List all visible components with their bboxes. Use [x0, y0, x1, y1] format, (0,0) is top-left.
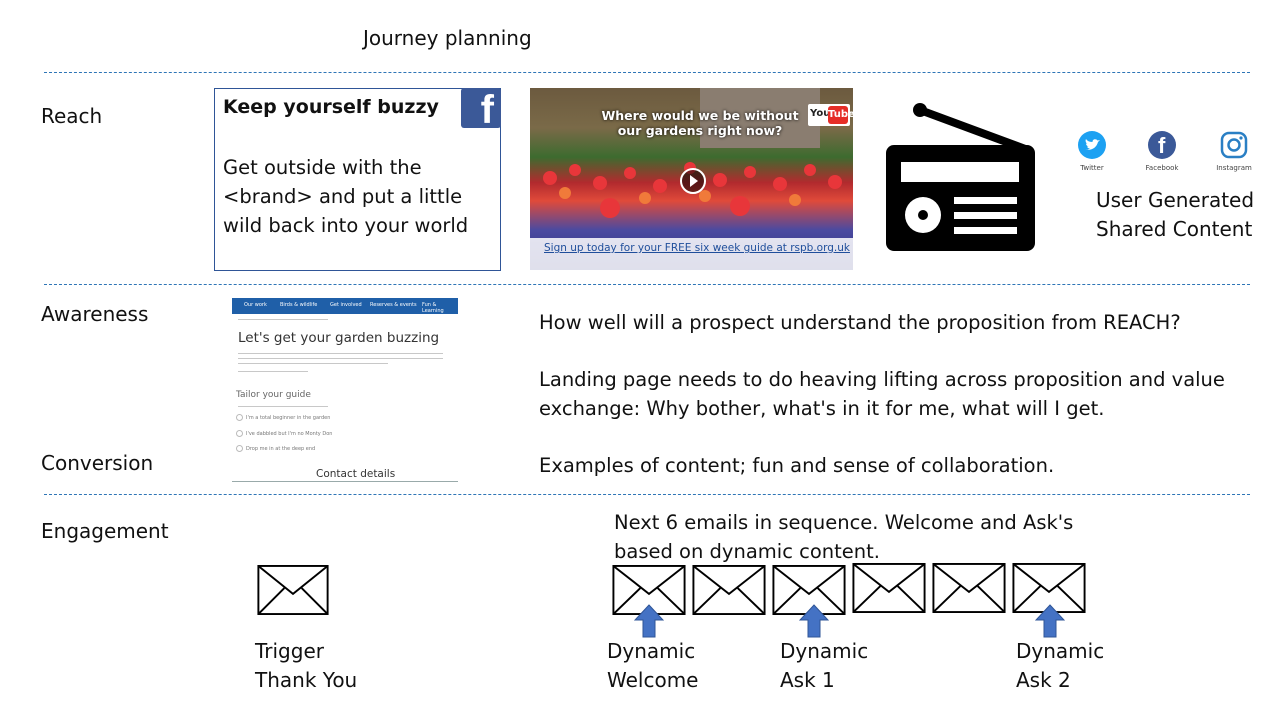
sequence-description-line2: based on dynamic content. [614, 540, 880, 563]
envelope-icon [932, 563, 1006, 613]
ugc-label-line2: Shared Content [1096, 217, 1253, 241]
dynamic-ask2-caption: Dynamic Ask 2 [1016, 637, 1104, 695]
envelope-icon [612, 565, 686, 615]
instagram-label: Instagram [1216, 164, 1252, 172]
landing-nav-item[interactable]: Reserves & events [370, 302, 417, 308]
text-line [238, 358, 443, 359]
video-caption: Where would we be without our gardens ri… [601, 108, 799, 138]
twitter-label: Twitter [1080, 164, 1104, 172]
video-banner-text[interactable]: Sign up today for your FREE six week gui… [544, 242, 850, 254]
landing-nav-item[interactable]: Get involved [330, 302, 362, 308]
caption-line2: Welcome [607, 668, 699, 692]
awareness-content-note: Examples of content; fun and sense of co… [539, 454, 1055, 477]
landing-option[interactable]: I've dabbled but I'm no Monty Don [236, 430, 332, 437]
arrow-up-icon [1035, 604, 1065, 638]
twitter-icon [1078, 131, 1106, 159]
sequence-description-line1: Next 6 emails in sequence. Welcome and A… [614, 511, 1074, 534]
facebook-icon: f [1148, 131, 1176, 159]
facebook-social: f Facebook [1142, 131, 1182, 172]
dynamic-welcome-caption: Dynamic Welcome [607, 637, 698, 695]
landing-nav-item[interactable]: Birds & wildlife [280, 302, 318, 308]
dynamic-ask1-caption: Dynamic Ask 1 [780, 637, 868, 695]
sequence-description: Next 6 emails in sequence. Welcome and A… [614, 508, 1280, 566]
divider [44, 72, 1250, 73]
trigger-caption-line2: Thank You [255, 668, 358, 692]
arrow-up-icon [799, 604, 829, 638]
ugc-label-line1: User Generated [1096, 188, 1255, 212]
landing-page-thumbnail: Our work Birds & wildlife Get involved R… [232, 298, 458, 482]
facebook-label: Facebook [1145, 164, 1179, 172]
envelope-icon [1012, 563, 1086, 613]
row-label-engagement: Engagement [41, 519, 169, 543]
divider [44, 494, 1250, 495]
facebook-post-headline: Keep yourself buzzy [223, 96, 439, 118]
page-title: Journey planning [363, 26, 532, 50]
house-image [700, 88, 820, 148]
caption-line2: Ask 2 [1016, 668, 1071, 692]
ugc-label: User Generated Shared Content [1096, 186, 1254, 244]
landing-nav-item[interactable]: Our work [244, 302, 267, 308]
text-line [238, 353, 443, 354]
caption-line1: Dynamic [780, 639, 869, 663]
awareness-question: How well will a prospect understand the … [539, 311, 1181, 334]
trigger-caption-line1: Trigger [255, 639, 324, 663]
facebook-icon: f [461, 88, 501, 132]
envelope-icon [257, 565, 329, 615]
facebook-post-card [214, 88, 501, 271]
caption-line1: Dynamic [607, 639, 696, 663]
twitter-social: Twitter [1072, 131, 1112, 172]
text-line [238, 371, 308, 372]
instagram-icon [1220, 131, 1248, 159]
arrow-up-icon [634, 604, 664, 638]
envelope-icon [692, 565, 766, 615]
landing-subheading: Tailor your guide [236, 390, 311, 400]
facebook-post-body: Get outside with the <brand> and put a l… [223, 156, 469, 237]
awareness-landing-note: Landing page needs to do heaving lifting… [539, 368, 1225, 420]
play-icon[interactable] [680, 168, 706, 194]
landing-option[interactable]: I'm a total beginner in the garden [236, 414, 330, 421]
row-label-conversion: Conversion [41, 451, 154, 475]
caption-line2: Ask 1 [780, 668, 835, 692]
video-thumbnail[interactable]: Where would we be without our gardens ri… [530, 88, 853, 270]
radio-icon [886, 103, 1035, 251]
instagram-social: Instagram [1214, 131, 1254, 172]
row-label-reach: Reach [41, 104, 103, 128]
landing-nav-item[interactable]: Fun & Learning [422, 302, 444, 314]
trigger-caption: Trigger Thank You [255, 637, 357, 695]
landing-contact-details: Contact details [316, 468, 396, 480]
divider [44, 284, 1250, 285]
text-line [238, 363, 388, 364]
video-banner [530, 238, 853, 270]
landing-nav: Our work Birds & wildlife Get involved R… [232, 298, 458, 314]
breadcrumb [238, 319, 328, 320]
envelope-icon [852, 563, 926, 613]
text-line [238, 406, 328, 407]
row-label-awareness: Awareness [41, 302, 149, 326]
caption-line1: Dynamic [1016, 639, 1105, 663]
landing-option[interactable]: Drop me in at the deep end [236, 445, 315, 452]
landing-heading: Let's get your garden buzzing [238, 330, 440, 346]
